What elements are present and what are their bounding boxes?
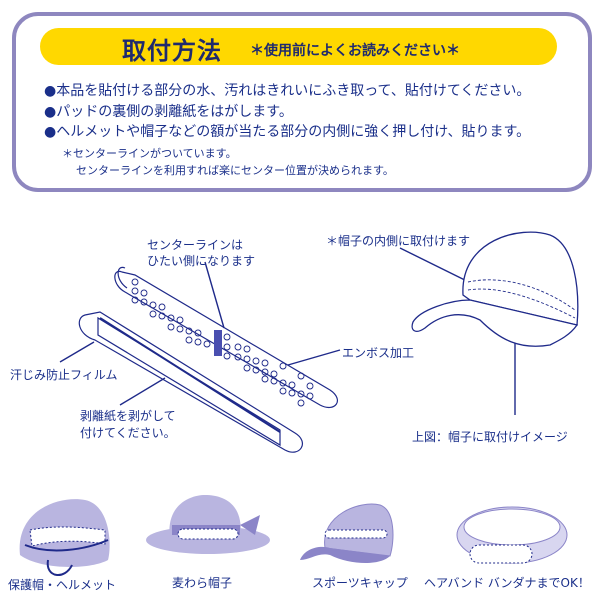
cap-image-label: 上図：帽子に取付けイメージ — [412, 430, 568, 444]
example-label-straw-hat: 麦わら帽子 — [172, 576, 233, 590]
cap-illustration — [411, 231, 579, 347]
sports-cap-icon — [300, 503, 394, 564]
example-label-helmet: 保護帽・ヘルメット — [8, 578, 117, 592]
peel-label-2: 付けてください。 — [80, 426, 176, 440]
cap-inside-label: ＊帽子の内側に取付けます — [326, 234, 471, 248]
instruction-bullet-3: ●ヘルメットや帽子などの額が当たる部分の内側に強く押し付け、貼ります。 — [44, 124, 531, 140]
pad-illustration — [114, 266, 338, 409]
page-title: 取付方法 — [122, 37, 222, 65]
helmet-icon — [19, 499, 110, 576]
title-banner — [40, 28, 557, 65]
center-line-label-1: センターラインは — [147, 238, 244, 252]
instruction-note-2: センターラインを利用すれば楽にセンター位置が決められます。 — [76, 164, 394, 177]
example-label-hairband: ヘアバンド バンダナまでOK！ — [424, 576, 590, 590]
instruction-bullet-1: ●本品を貼付ける部分の水、汚れはきれいにふき取って、貼付けてください。 — [44, 83, 531, 99]
emboss-label: エンボス加工 — [342, 346, 415, 360]
hairband-icon — [456, 506, 568, 564]
instruction-bullet-2: ●パッドの裏側の剥離紙をはがします。 — [44, 104, 293, 120]
straw-hat-icon — [146, 495, 270, 554]
page-subtitle: ＊使用前によくお読みください＊ — [250, 43, 460, 59]
center-line-label-2: ひたい側になります — [147, 254, 256, 268]
film-strip-illustration — [78, 311, 303, 453]
peel-label-1: 剥離紙を剥がして — [80, 409, 176, 423]
instruction-note-1: ＊センターラインがついています。 — [62, 147, 237, 160]
sweat-film-label: 汗じみ防止フィルム — [10, 368, 118, 382]
example-label-sports-cap: スポーツキャップ — [312, 576, 408, 590]
